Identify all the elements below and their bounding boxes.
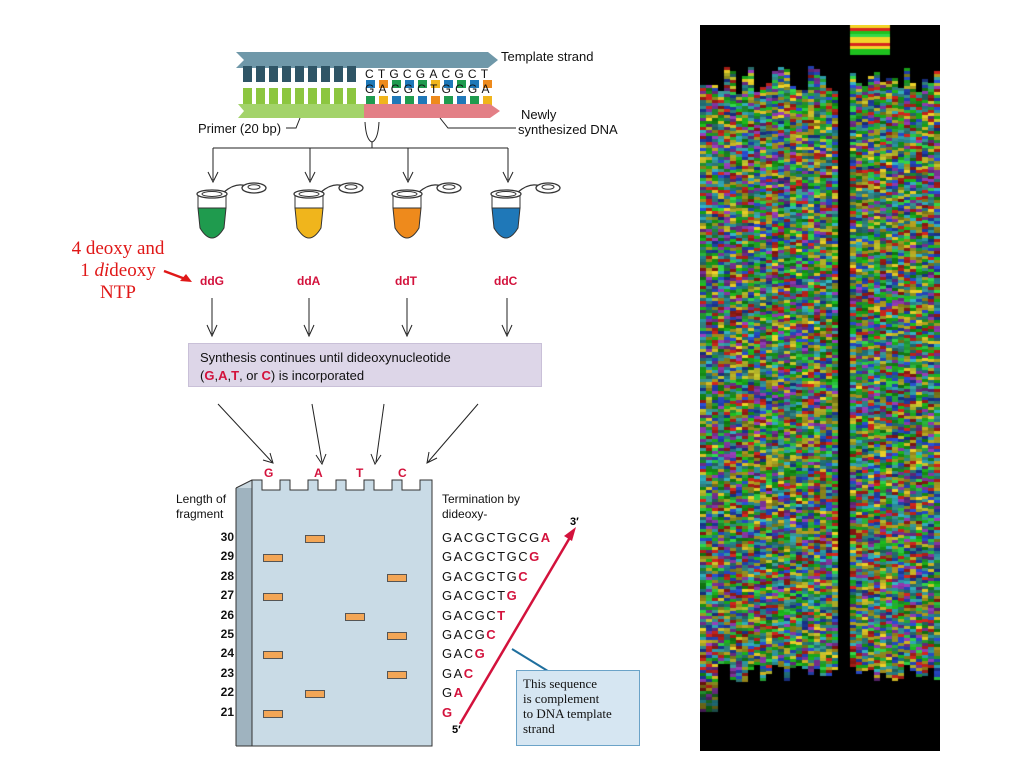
newly-label-2: synthesized DNA bbox=[518, 122, 618, 137]
annotation-line3: NTP bbox=[100, 282, 136, 303]
synthesis-line2: (G,A,T, or C) is incorporated bbox=[200, 368, 365, 383]
template-color-bases bbox=[366, 80, 492, 88]
primer-backbone bbox=[238, 104, 364, 118]
primer-leader bbox=[286, 117, 301, 129]
gel-band-22 bbox=[305, 690, 325, 699]
template-sequence: CTGCGACGCT bbox=[365, 67, 493, 81]
newly-leader bbox=[439, 117, 516, 129]
template-strand-label: Template strand bbox=[501, 49, 594, 64]
gel-band-24 bbox=[263, 651, 283, 660]
fragment-sequence-22: GA bbox=[442, 685, 465, 701]
template-backbone bbox=[236, 52, 498, 68]
gel-arrows bbox=[217, 403, 479, 466]
annotation-text: 4 deoxy and 1 dideoxy NTP bbox=[48, 238, 188, 304]
template-bars bbox=[243, 66, 356, 82]
branch-brace bbox=[364, 121, 380, 143]
synthesis-line1: Synthesis continues until dideoxynucleot… bbox=[200, 350, 451, 365]
fragment-sequence-25: GACGC bbox=[442, 627, 498, 642]
primer-label: Primer (20 bp) bbox=[198, 121, 282, 136]
fragment-sequence-26: GACGCT bbox=[442, 607, 507, 623]
gel-band-26 bbox=[345, 612, 365, 621]
tube-label-dda: ddA bbox=[297, 274, 321, 288]
tube-ddt bbox=[391, 182, 462, 239]
lane-letter-T: T bbox=[356, 466, 364, 480]
fragment-length-21: 21 bbox=[220, 704, 234, 719]
synthesis-box: Synthesis continues until dideoxynucleot… bbox=[188, 343, 542, 387]
fragment-sequence-27: GACGCTG bbox=[442, 588, 519, 604]
annotation-line1: 4 deoxy and bbox=[71, 238, 165, 259]
five-prime-label: 5′ bbox=[452, 724, 461, 736]
sequencing-gel-image bbox=[700, 25, 940, 751]
gel-band-23 bbox=[387, 670, 407, 679]
lane-letter-A: A bbox=[314, 466, 323, 480]
gel-band-25 bbox=[387, 632, 407, 640]
lane-letter-C: C bbox=[398, 466, 407, 480]
annotation-line2: 1 dideoxy bbox=[80, 260, 156, 281]
fragment-sequence-23: GAC bbox=[442, 665, 475, 681]
fragment-sequence-21: G bbox=[442, 704, 454, 720]
fragment-sequence-28: GACGCTGC bbox=[442, 568, 530, 584]
gel-body bbox=[235, 479, 433, 747]
tube-label-ddg: ddG bbox=[200, 274, 224, 288]
tube-arrows bbox=[207, 148, 514, 184]
gel-band-28 bbox=[387, 573, 407, 582]
fragment-length-28: 28 bbox=[220, 568, 234, 583]
fragment-sequence-29: GACGCTGCG bbox=[442, 549, 541, 565]
new-dna-backbone bbox=[364, 104, 500, 118]
fragment-length-23: 23 bbox=[220, 665, 234, 680]
tube-dda bbox=[293, 182, 364, 239]
three-prime-label: 3′ bbox=[570, 516, 579, 528]
fragment-length-30: 30 bbox=[220, 530, 234, 544]
synthesized-sequence: GACGCTGCGA bbox=[365, 82, 494, 96]
lane-letter-G: G bbox=[264, 466, 274, 480]
fragment-length-26: 26 bbox=[220, 607, 234, 622]
fragment-length-25: 25 bbox=[220, 627, 234, 641]
gel-band-27 bbox=[263, 593, 283, 602]
newly-label-1: Newly bbox=[521, 107, 557, 122]
tube-label-ddc: ddC bbox=[494, 274, 518, 288]
label-arrows bbox=[206, 298, 513, 338]
gel-band-30 bbox=[305, 535, 325, 543]
primer-bars bbox=[243, 88, 356, 104]
tube-label-ddt: ddT bbox=[395, 274, 417, 288]
gel-band-21 bbox=[263, 709, 283, 718]
fragment-length-24: 24 bbox=[220, 646, 234, 661]
fragment-sequence-30: GACGCTGCGA bbox=[442, 530, 552, 545]
fragment-sequence-24: GACG bbox=[442, 646, 487, 662]
tube-ddc bbox=[490, 182, 561, 239]
strand-arrow bbox=[458, 533, 574, 725]
fragment-length-29: 29 bbox=[220, 549, 234, 564]
gel-band-29 bbox=[263, 554, 283, 563]
synth-color-bases bbox=[366, 96, 492, 107]
tube-ddg bbox=[196, 182, 267, 239]
fragment-length-22: 22 bbox=[220, 685, 234, 700]
fragment-length-27: 27 bbox=[220, 588, 234, 603]
